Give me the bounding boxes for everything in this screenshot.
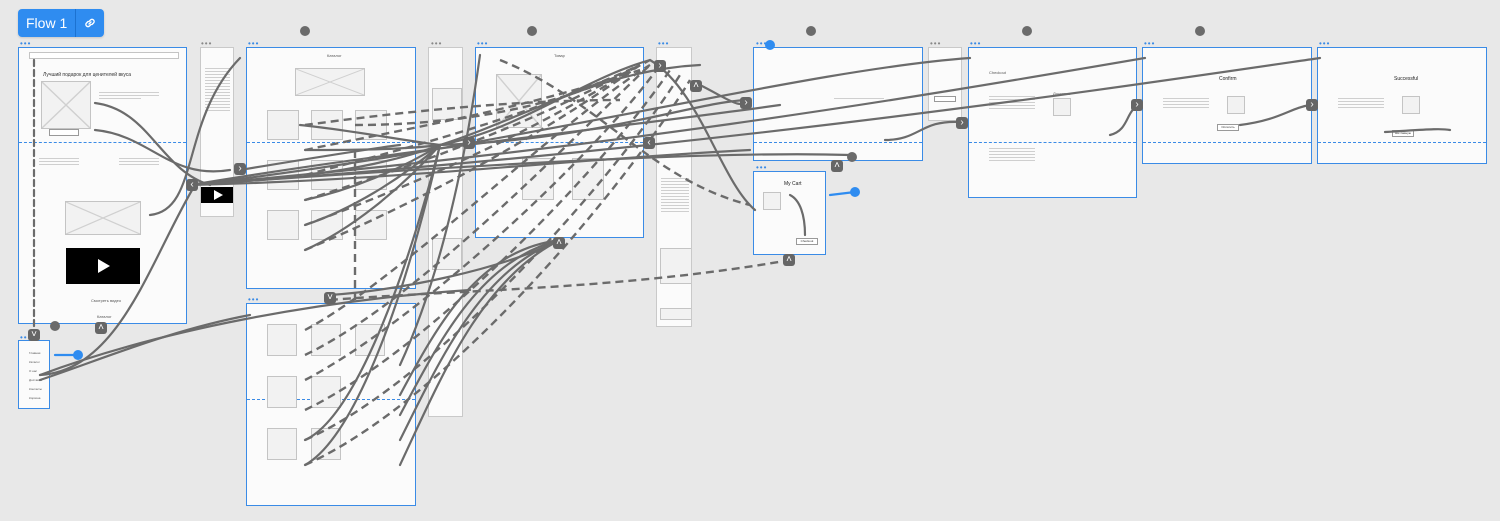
artboard-narrow-3[interactable] [656, 47, 692, 327]
banner-image [65, 201, 141, 235]
confirm-title: Confirm [1219, 76, 1237, 82]
fold-line [969, 142, 1136, 143]
header-bar [29, 52, 179, 59]
feature-text-2 [119, 158, 159, 167]
checkout-button[interactable]: Checkout [796, 238, 818, 245]
up-arrow-icon[interactable]: ˄ [553, 237, 565, 249]
artboard-options[interactable]: ••• [20, 333, 32, 342]
hero-button[interactable] [49, 129, 79, 136]
artboard-options[interactable]: ••• [658, 39, 670, 48]
artboard-home[interactable]: Лучший подарок для ценителей вкуса Смотр… [18, 47, 187, 324]
next-arrow-icon[interactable]: › [1131, 99, 1143, 111]
fold-line [754, 142, 922, 143]
next-arrow-icon[interactable]: › [1306, 99, 1318, 111]
flow-tag[interactable]: Flow 1 [18, 9, 105, 37]
up-arrow-icon[interactable]: ˄ [783, 254, 795, 266]
artboard-options[interactable]: ••• [756, 163, 768, 172]
cart-title: My Cart [784, 181, 802, 187]
artboard-options[interactable]: ••• [1319, 39, 1331, 48]
artboard-options[interactable]: ••• [431, 39, 443, 48]
checkout-step: Доставка [1053, 91, 1071, 96]
narrow-footer [660, 308, 691, 320]
artboard-options[interactable]: ••• [1144, 39, 1156, 48]
related-product[interactable] [572, 158, 604, 200]
narrow-image [432, 88, 462, 120]
artboard-options[interactable]: ••• [248, 39, 260, 48]
fold-line [476, 142, 643, 143]
flow-name[interactable]: Flow 1 [18, 9, 76, 37]
narrow-text [661, 178, 689, 214]
next-arrow-icon[interactable]: › [654, 60, 666, 72]
narrow-button[interactable] [934, 96, 956, 102]
product-card[interactable] [267, 110, 299, 140]
prev-arrow-icon[interactable]: ‹ [643, 137, 655, 149]
narrow-image [660, 248, 691, 284]
artboard-options[interactable]: ••• [20, 39, 32, 48]
video-caption: Смотреть видео [91, 298, 122, 303]
product-card[interactable] [311, 324, 341, 356]
video-player[interactable] [66, 248, 140, 284]
down-arrow-icon[interactable]: ˅ [28, 329, 40, 341]
artboard-catalog-2[interactable] [246, 303, 416, 506]
home-headline: Лучший подарок для ценителей вкуса [43, 72, 132, 78]
up-arrow-icon[interactable]: ˄ [95, 322, 107, 334]
next-arrow-icon[interactable]: › [956, 117, 968, 129]
success-text [1338, 98, 1384, 110]
next-arrow-icon[interactable]: › [463, 137, 475, 149]
product-card[interactable] [267, 324, 297, 356]
product-card[interactable] [311, 376, 341, 408]
artboard-options[interactable]: ••• [930, 39, 942, 48]
artboard-options[interactable]: ••• [248, 295, 260, 304]
hero-image [41, 81, 91, 129]
confirm-text [1163, 98, 1209, 110]
product-card[interactable] [267, 428, 297, 460]
artboard-success[interactable]: Successful На главную [1317, 47, 1487, 164]
hero-text [99, 92, 159, 101]
artboard-confirm[interactable]: Confirm Оплатить [1142, 47, 1312, 164]
menu-item[interactable]: Каталог [29, 360, 40, 364]
next-arrow-icon[interactable]: › [740, 97, 752, 109]
detail-text [834, 98, 884, 101]
fold-line [1143, 142, 1311, 143]
fold-line [19, 142, 186, 143]
down-arrow-icon[interactable]: ˅ [324, 292, 336, 304]
link-icon[interactable] [75, 9, 105, 37]
pay-button[interactable]: Оплатить [1217, 124, 1239, 131]
catalog-header: Каталог [327, 53, 342, 58]
feature-text-1 [39, 158, 79, 167]
menu-item[interactable]: Главная [29, 351, 41, 355]
up-arrow-icon[interactable]: ˄ [831, 160, 843, 172]
artboard-options[interactable]: ••• [201, 39, 213, 48]
menu-item[interactable]: О нас [29, 369, 37, 373]
menu-item[interactable]: Контакты [29, 387, 42, 391]
checkout-title: Checkout [989, 70, 1006, 75]
artboard-options[interactable]: ••• [970, 39, 982, 48]
checkout-image [1053, 98, 1071, 116]
menu-item[interactable]: Доставка [29, 378, 42, 382]
cart-item-image [763, 192, 781, 210]
product-card[interactable] [267, 210, 299, 240]
catalog-banner [295, 68, 365, 96]
menu-item[interactable]: Корзина [29, 396, 41, 400]
fold-line [247, 142, 415, 143]
success-title: Successful [1394, 76, 1419, 82]
artboard-checkout[interactable]: Checkout Доставка [968, 47, 1137, 198]
video-thumb[interactable] [201, 187, 233, 203]
artboard-options[interactable]: ••• [756, 39, 768, 48]
up-arrow-icon[interactable]: ˄ [690, 80, 702, 92]
checkout-form [989, 96, 1035, 111]
product-card[interactable] [267, 376, 297, 408]
checkout-form-2 [989, 148, 1035, 163]
prev-arrow-icon[interactable]: ‹ [186, 179, 198, 191]
artboard-options[interactable]: ••• [477, 39, 489, 48]
home-footer: Каталог [97, 314, 112, 319]
product-header: Товар [554, 53, 565, 58]
next-arrow-icon[interactable]: › [234, 163, 246, 175]
confirm-image [1227, 96, 1245, 114]
fold-line [1318, 142, 1486, 143]
success-image [1402, 96, 1420, 114]
